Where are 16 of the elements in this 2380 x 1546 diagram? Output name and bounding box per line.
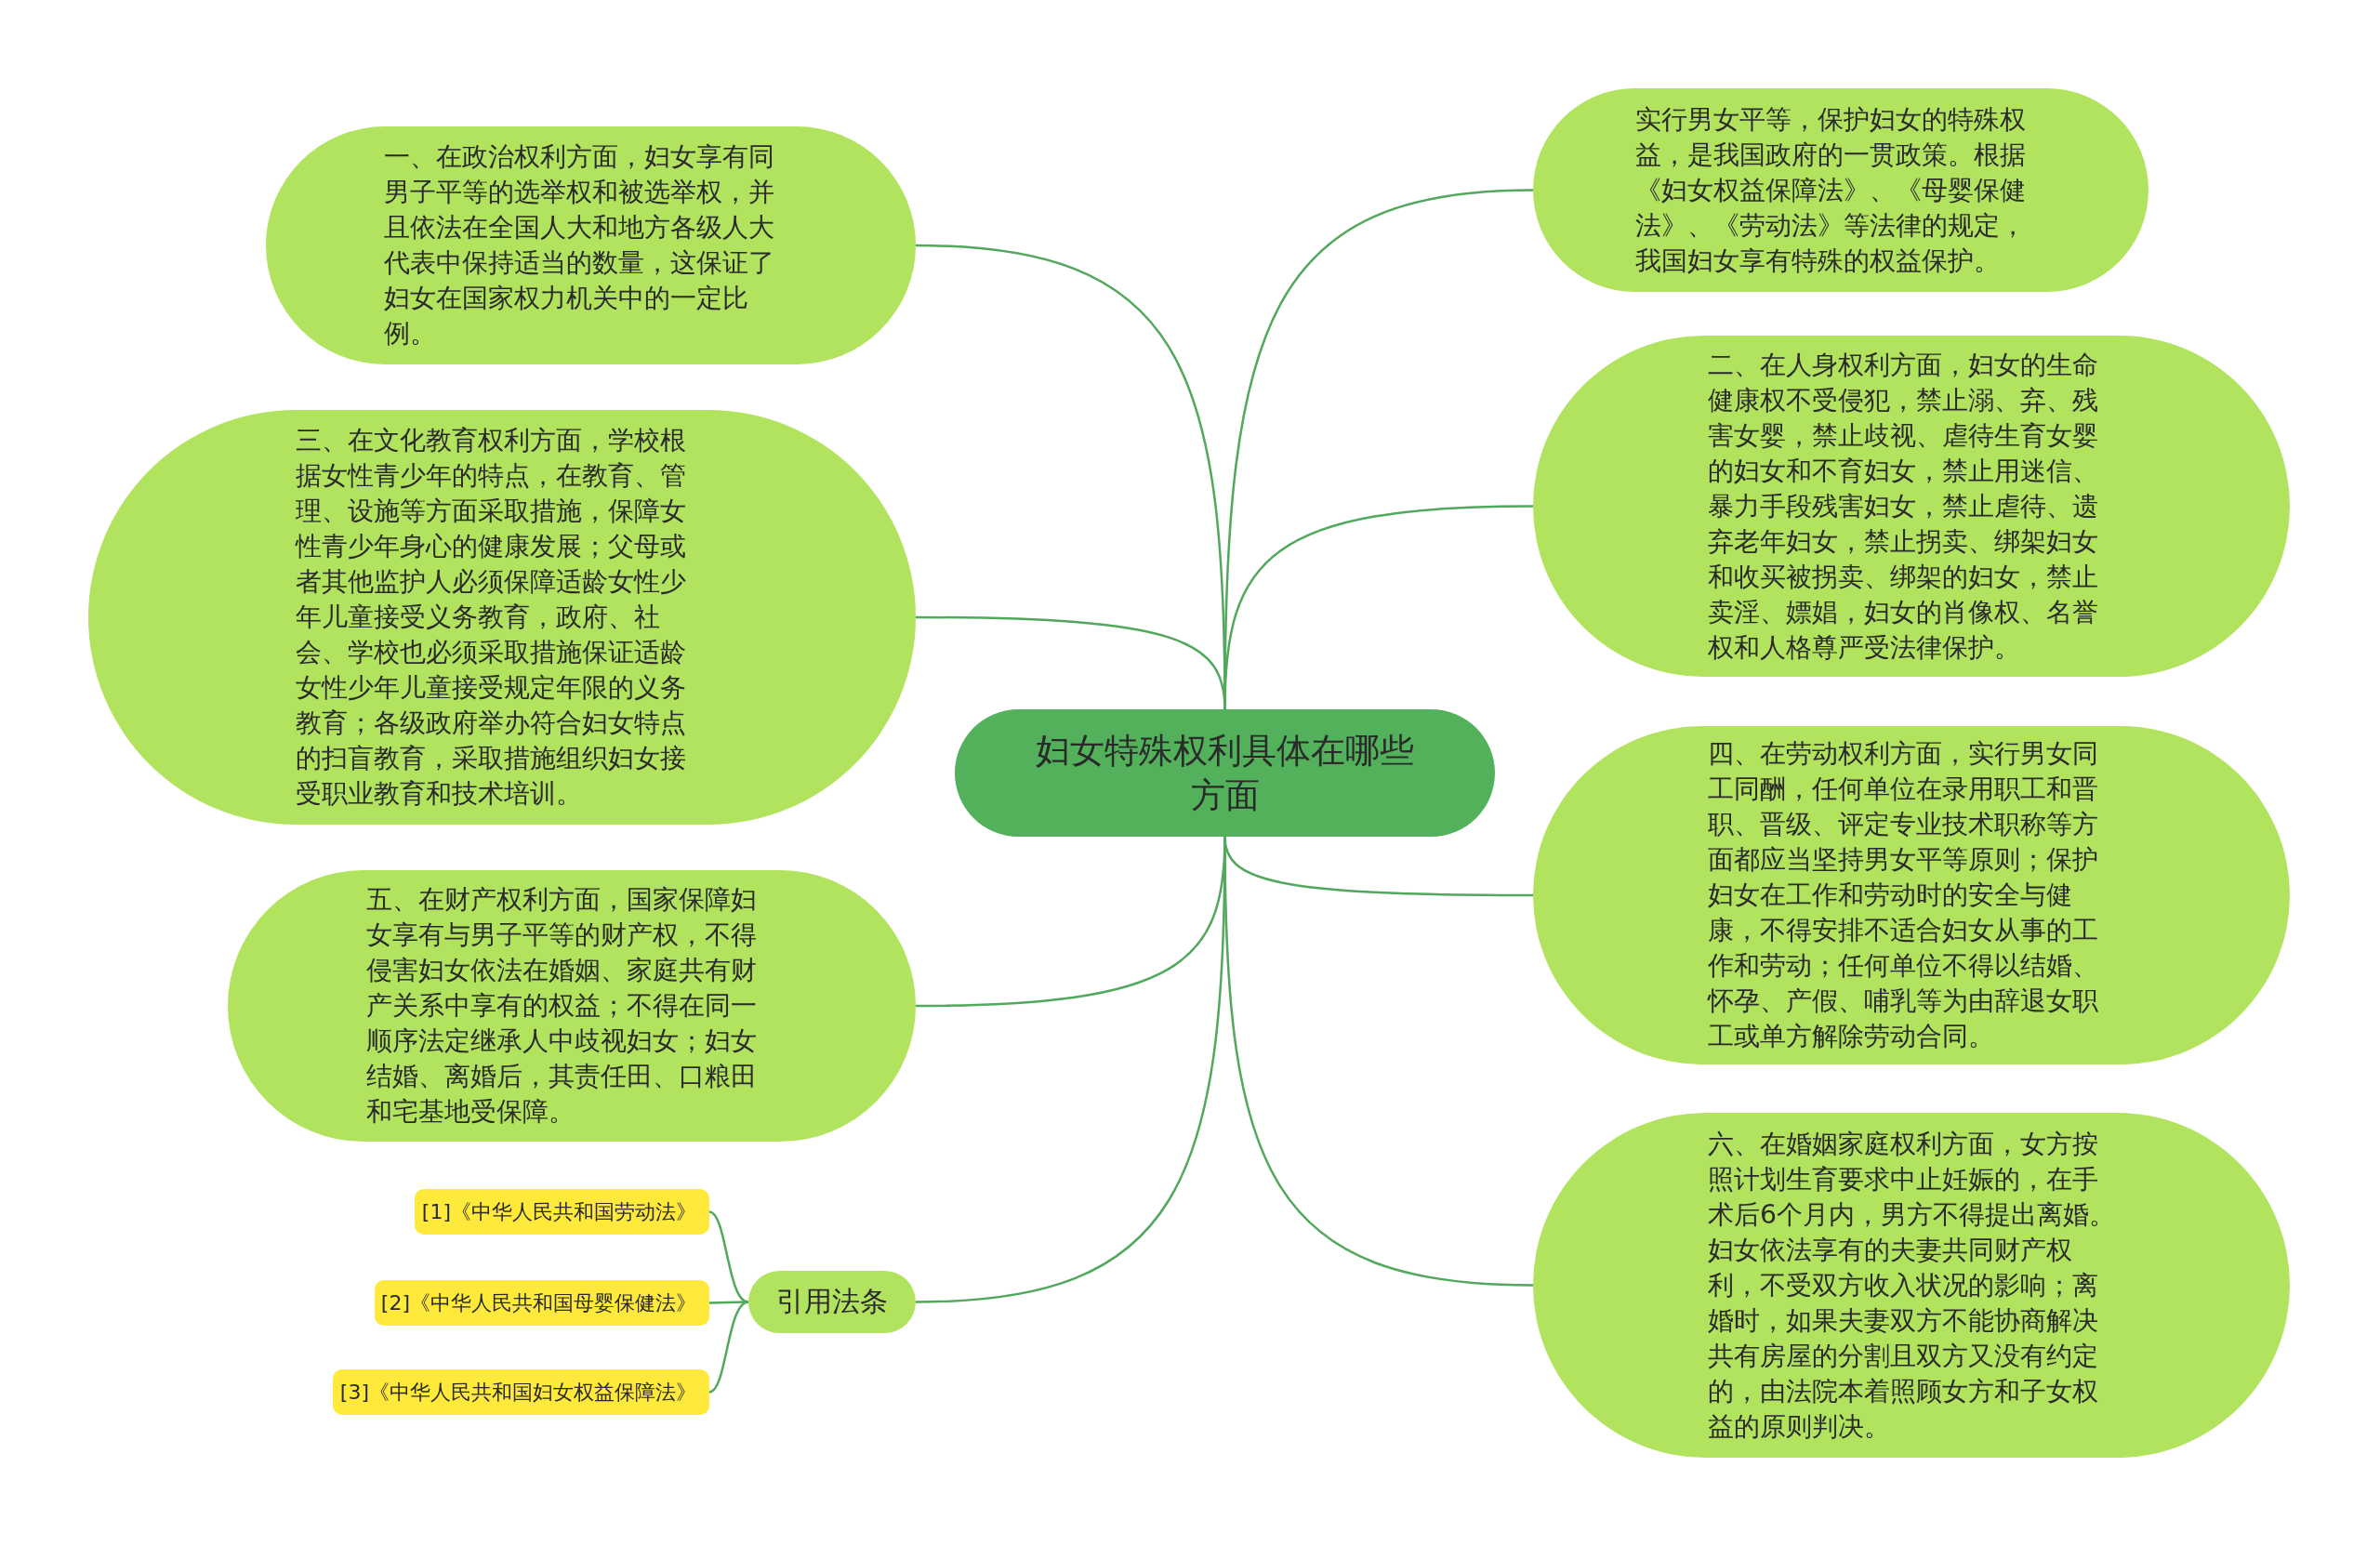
topic-text: 实行男女平等，保护妇女的特殊权益，是我国政府的一贯政策。根据《妇女权益保障法》、《母婴保健法》、《劳动法》等法律的规定，我国妇女享有特殊的权益保护。 — [1635, 102, 2027, 278]
topic-text: 四、在劳动权利方面，实行男女同工同酬，任何单位在录用职工和晋职、晋级、评定专业技术职称等方面都应当坚持男女平等原则；保护妇女在工作和劳动时的安全与健康，不得安排不适合妇女从事的工作和劳动；任何单位不得以结婚、怀孕、产假、哺乳等为由辞退女职工或单方解除劳动合同。 — [1708, 737, 2099, 1053]
topic-text: 妇女特殊权利具体在哪些方面 — [1035, 729, 1415, 817]
topic-text: 二、在人身权利方面，妇女的生命健康权不受侵犯，禁止溺、弃、残害女婴，禁止歧视、虐待生育女婴的妇女和不育妇女，禁止用迷信、暴力手段残害妇女，禁止虐待、遗弃老年妇女，禁止拐卖、绑架妇女和收买被拐卖、绑架的妇女，禁止卖淫、嫖娼，妇女的肖像权、名誉权和人格尊严受法律保护。 — [1708, 348, 2099, 665]
reference-tag — [375, 1280, 709, 1326]
topic-text: 六、在婚姻家庭权利方面，女方按照计划生育要求中止妊娠的，在手术后6个月内，男方不得提出离婚。妇女依法享有的夫妻共同财产权利，不受双方收入状况的影响；离婚时，如果夫妻双方不能协商解决共有房屋的分割且双方又没有约定的，由法院本着照顾女方和子女权益的原则判决。 — [1708, 1127, 2116, 1444]
topic-text: 三、在文化教育权利方面，学校根据女性青少年的特点，在教育、管理、设施等方面采取措施，保障女性青少年身心的健康发展；父母或者其他监护人必须保障适龄女性少年儿童接受义务教育，政府、社会、学校也必须采取措施保证适龄女性少年儿童接受规定年限的义务教育；各级政府举办符合妇女特点的扫盲教育，采取措施组织妇女接受职业教育和技术培训。 — [296, 424, 687, 811]
reference-tag — [333, 1369, 709, 1415]
topic-text: [2]《中华人民共和国母婴保健法》 — [380, 1289, 697, 1316]
topic-text: [1]《中华人民共和国劳动法》 — [421, 1198, 697, 1225]
topic-text: 五、在财产权利方面，国家保障妇女享有与男子平等的财产权，不得侵害妇女依法在婚姻、家庭共有财产关系中享有的权益；不得在同一顺序法定继承人中歧视妇女；妇女结婚、离婚后，其责任田、口粮田和宅基地受保障。 — [366, 883, 758, 1129]
topic-text: [3]《中华人民共和国妇女权益保障法》 — [339, 1379, 697, 1406]
topic-text: 引用法条 — [776, 1284, 888, 1319]
reference-tag — [415, 1189, 709, 1235]
connector-line — [708, 1301, 749, 1394]
topic-text: 一、在政治权利方面，妇女享有同男子平等的选举权和被选举权，并且依法在全国人大和地方各级人大代表中保持适当的数量，这保证了妇女在国家权力机关中的一定比例。 — [384, 140, 775, 350]
